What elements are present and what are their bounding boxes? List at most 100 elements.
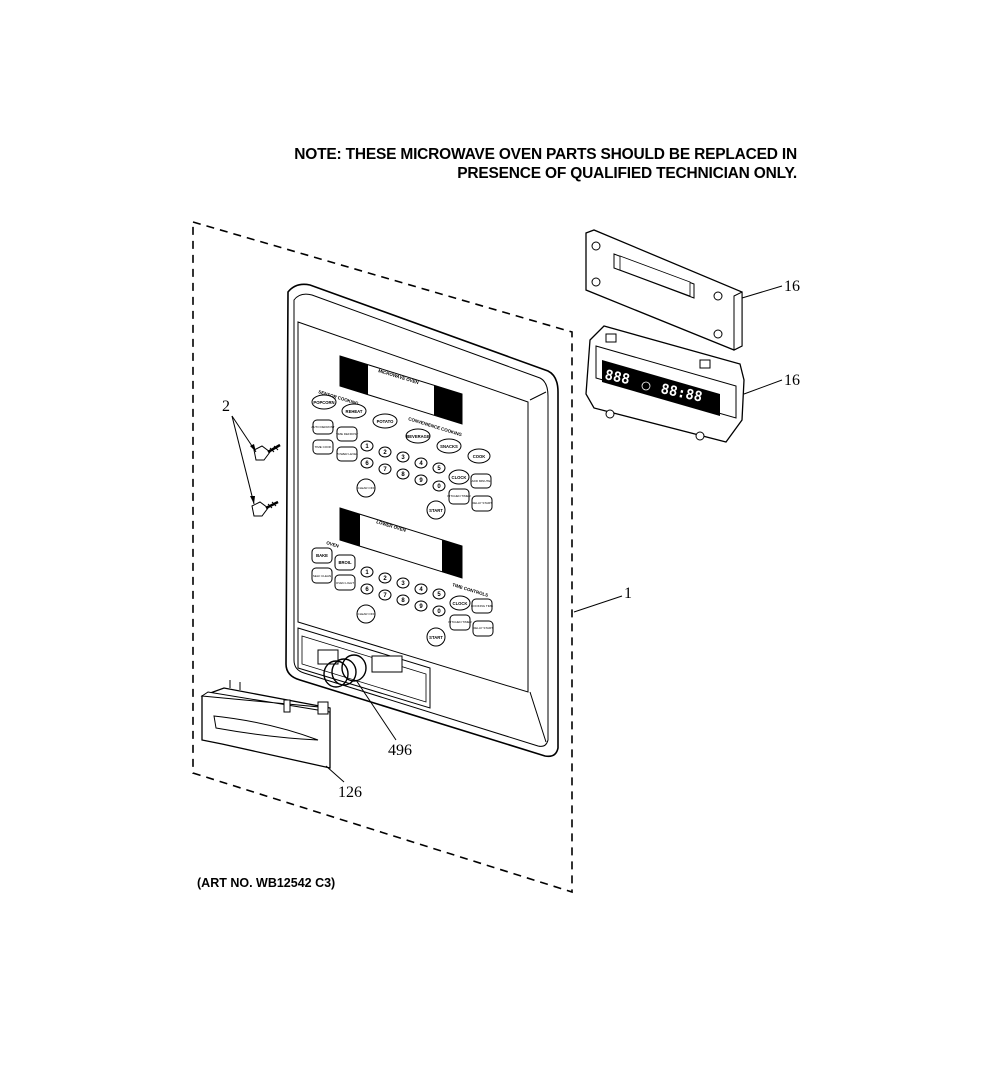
key-kitchen-timer-lower: KITCHEN TIMER	[448, 614, 472, 631]
upper-key-7: 7	[378, 463, 392, 475]
upper-key-6: 6	[360, 457, 374, 469]
svg-text:COOKING TIME: COOKING TIME	[471, 604, 493, 608]
key-delay-start-upper: DELAY START	[471, 495, 493, 512]
lower-key-6: 6	[360, 583, 374, 595]
svg-text:2: 2	[383, 576, 387, 582]
key-snacks: SNACKS	[436, 438, 462, 454]
svg-text:OVEN LIGHT: OVEN LIGHT	[336, 581, 354, 585]
svg-text:7: 7	[383, 593, 387, 599]
key-start-lower: START	[426, 627, 446, 647]
upper-key-3: 3	[396, 451, 410, 463]
key-clock-lower: CLOCK	[449, 595, 471, 611]
assembly-boundary	[192, 220, 573, 894]
svg-text:BAKE: BAKE	[316, 553, 328, 558]
upper-key-8: 8	[396, 468, 410, 480]
control-panel: MICROWAVE OVEN SENSOR COOKING CONVENIENC…	[285, 283, 559, 758]
svg-text:BROIL: BROIL	[338, 560, 351, 565]
lower-key-9: 9	[414, 600, 428, 612]
svg-text:8: 8	[401, 598, 405, 604]
svg-text:1: 1	[365, 570, 369, 576]
svg-text:2: 2	[383, 450, 387, 456]
svg-text:CLOCK: CLOCK	[452, 475, 467, 480]
svg-text:COOK: COOK	[473, 454, 486, 459]
svg-text:6: 6	[365, 461, 369, 467]
svg-text:SELF CLEAN: SELF CLEAN	[313, 574, 331, 578]
display-left-digits: 888	[603, 367, 631, 388]
svg-text:SNACKS: SNACKS	[440, 444, 458, 449]
board-cover-part	[585, 229, 743, 351]
key-delay-start-lower: DELAY START	[472, 620, 494, 637]
svg-text:3: 3	[401, 455, 405, 461]
key-reheat: REHEAT	[341, 403, 367, 419]
lower-key-1: 1	[360, 566, 374, 578]
key-cooking-time: COOKING TIME	[471, 598, 493, 614]
upper-key-2: 2	[378, 446, 392, 458]
lower-keypad: 1 2 3 4 5 6 7 8 9 0	[360, 566, 446, 617]
svg-text:9: 9	[419, 478, 423, 484]
key-add-minute: ADD MINUTE	[470, 473, 492, 489]
svg-text:TIME DEFROST: TIME DEFROST	[336, 432, 359, 436]
svg-text:0: 0	[437, 609, 441, 615]
key-clear-off-lower: CLEAR OFF	[356, 604, 376, 624]
display-module-part: 888 88:88	[585, 325, 745, 443]
callout-2: 2	[222, 398, 230, 415]
svg-text:CLOCK: CLOCK	[453, 601, 468, 606]
svg-text:DELAY START: DELAY START	[473, 626, 493, 630]
svg-text:5: 5	[437, 466, 441, 472]
svg-text:0: 0	[437, 484, 441, 490]
svg-text:START: START	[429, 508, 443, 513]
upper-key-5: 5	[432, 462, 446, 474]
svg-text:REHEAT: REHEAT	[346, 409, 363, 414]
svg-text:BEVERAGE: BEVERAGE	[406, 434, 430, 439]
lower-key-5: 5	[432, 588, 446, 600]
svg-text:4: 4	[419, 587, 423, 593]
key-self-clean: SELF CLEAN	[311, 567, 333, 584]
callout-2-leaders	[231, 415, 257, 505]
callout-16-lower: 16	[784, 372, 800, 389]
key-potato: POTATO	[372, 413, 398, 429]
upper-key-0: 0	[432, 480, 446, 492]
svg-text:DELAY START: DELAY START	[472, 501, 492, 505]
lower-key-3: 3	[396, 577, 410, 589]
svg-text:3: 3	[401, 581, 405, 587]
key-oven-light: OVEN LIGHT	[334, 574, 356, 591]
svg-text:POWER LEVEL: POWER LEVEL	[336, 452, 358, 456]
microwave-display-window	[339, 355, 463, 425]
svg-text:CLEAR OFF: CLEAR OFF	[358, 612, 375, 616]
key-broil: BROIL	[334, 554, 356, 571]
svg-text:CLEAR OFF: CLEAR OFF	[358, 486, 375, 490]
upper-key-9: 9	[414, 474, 428, 486]
svg-text:6: 6	[365, 587, 369, 593]
svg-text:KITCHEN TIMER: KITCHEN TIMER	[447, 494, 471, 498]
svg-text:7: 7	[383, 467, 387, 473]
key-time-defrost: TIME DEFROST	[336, 426, 359, 442]
key-clear-off-upper: CLEAR OFF	[356, 478, 376, 498]
svg-text:START: START	[429, 635, 443, 640]
upper-key-4: 4	[414, 457, 428, 469]
svg-text:KITCHEN TIMER: KITCHEN TIMER	[448, 620, 472, 624]
bottom-cutout	[297, 627, 431, 709]
svg-text:8: 8	[401, 472, 405, 478]
screw-upper	[253, 443, 281, 461]
art-number: (ART NO. WB12542 C3)	[197, 876, 336, 890]
key-kitchen-timer-upper: KITCHEN TIMER	[447, 488, 471, 505]
lower-key-4: 4	[414, 583, 428, 595]
callout-1: 1	[624, 585, 632, 602]
note-line-1: NOTE: THESE MICROWAVE OVEN PARTS SHOULD …	[294, 146, 797, 163]
lower-key-8: 8	[396, 594, 410, 606]
svg-text:POTATO: POTATO	[377, 419, 394, 424]
callout-496: 496	[388, 742, 412, 759]
callout-16-upper: 16	[784, 278, 800, 295]
upper-key-1: 1	[360, 440, 374, 452]
key-cook: COOK	[467, 448, 491, 464]
svg-text:POPCORN: POPCORN	[313, 400, 334, 405]
svg-text:4: 4	[419, 461, 423, 467]
upper-keypad: 1 2 3 4 5 6 7 8 9 0	[360, 440, 446, 492]
lower-oven-display-window	[339, 507, 463, 579]
key-popcorn: POPCORN	[311, 394, 337, 410]
lens-ring	[323, 654, 367, 688]
svg-text:1: 1	[365, 444, 369, 450]
svg-text:5: 5	[437, 592, 441, 598]
svg-text:AUTO DEFROST: AUTO DEFROST	[311, 425, 335, 429]
